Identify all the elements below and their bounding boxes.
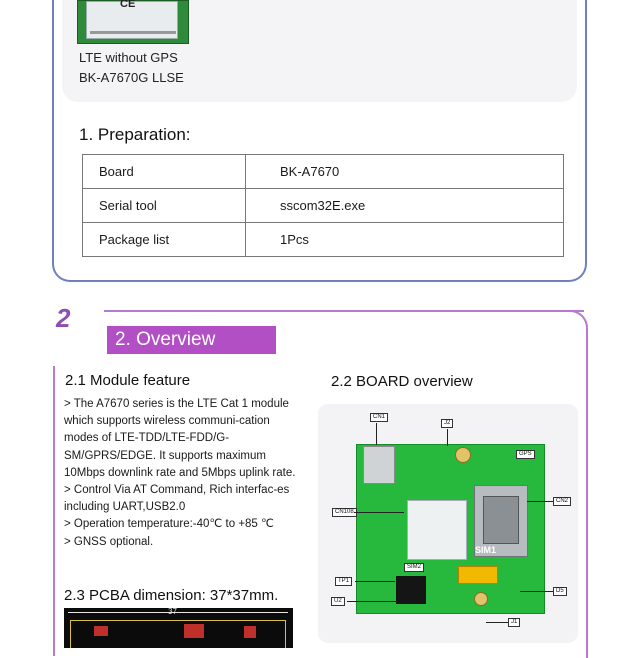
- board-overview-title: 2.2 BOARD overview: [331, 373, 473, 390]
- lte-antenna-pad: [474, 592, 488, 606]
- ce-mark: CE: [120, 0, 136, 10]
- preparation-title: 1. Preparation:: [79, 125, 191, 144]
- label-j2: J2: [441, 419, 454, 428]
- overview-label: 2. Overview: [107, 326, 276, 354]
- list-item: > Control Via AT Command, Rich interfac-…: [64, 484, 290, 514]
- sim-tray: [474, 485, 528, 557]
- pcba-title: 2.3 PCBA dimension: 37*37mm.: [64, 587, 279, 604]
- module-feature-title: 2.1 Module feature: [65, 372, 191, 389]
- preparation-table: Board BK-A7670 Serial tool sscom32E.exe …: [82, 154, 564, 257]
- preparation-panel: [52, 0, 587, 282]
- table-row: Package list 1Pcs: [82, 222, 564, 257]
- section-rail-corner: [560, 310, 588, 342]
- section-rail-right: [586, 338, 588, 658]
- label-u2: U2: [331, 597, 345, 606]
- module-caption-line2: BK-A7670G LLSE: [79, 70, 184, 85]
- sim-silkscreen: SIM1: [475, 545, 497, 555]
- table-cell-key: Serial tool: [82, 188, 246, 223]
- table-cell-value: 1Pcs: [245, 222, 564, 257]
- label-d5: D5: [553, 587, 567, 596]
- label-j1: J1: [508, 618, 521, 627]
- section-rail-left: [53, 366, 55, 656]
- list-item: > The A7670 series is the LTE Cat 1 modu…: [64, 398, 296, 479]
- pcba-dimension-image: 37: [64, 608, 293, 648]
- list-item: > GNSS optional.: [64, 535, 154, 548]
- table-cell-value: BK-A7670: [245, 154, 564, 189]
- power-chip: [396, 576, 426, 604]
- section-number: 2: [56, 303, 71, 333]
- gps-antenna-pad: [455, 447, 471, 463]
- feature-list: > The A7670 series is the LTE Cat 1 modu…: [64, 396, 296, 551]
- table-cell-value: sscom32E.exe: [245, 188, 564, 223]
- module-photo: CE: [77, 0, 189, 44]
- table-row: Board BK-A7670: [82, 154, 564, 189]
- module-caption-line1: LTE without GPS: [79, 50, 178, 65]
- label-gps: GPS: [516, 450, 535, 459]
- table-cell-key: Board: [82, 154, 246, 189]
- table-cell-key: Package list: [82, 222, 246, 257]
- section-rail-top: [104, 310, 584, 312]
- list-item: > Operation temperature:-40℃ to +85 ℃: [64, 518, 274, 531]
- pcba-ruler-label: 37: [168, 608, 177, 616]
- table-row: Serial tool sscom32E.exe: [82, 188, 564, 223]
- label-cn108: CN108: [332, 508, 357, 517]
- yellow-component: [458, 566, 498, 584]
- label-cn2: CN2: [553, 497, 572, 506]
- lte-module: [407, 500, 467, 560]
- label-tp1: TP1: [335, 577, 353, 586]
- usb-connector: [363, 446, 395, 484]
- label-sim2: SIM2: [404, 563, 425, 572]
- label-cn1: CN1: [370, 413, 389, 422]
